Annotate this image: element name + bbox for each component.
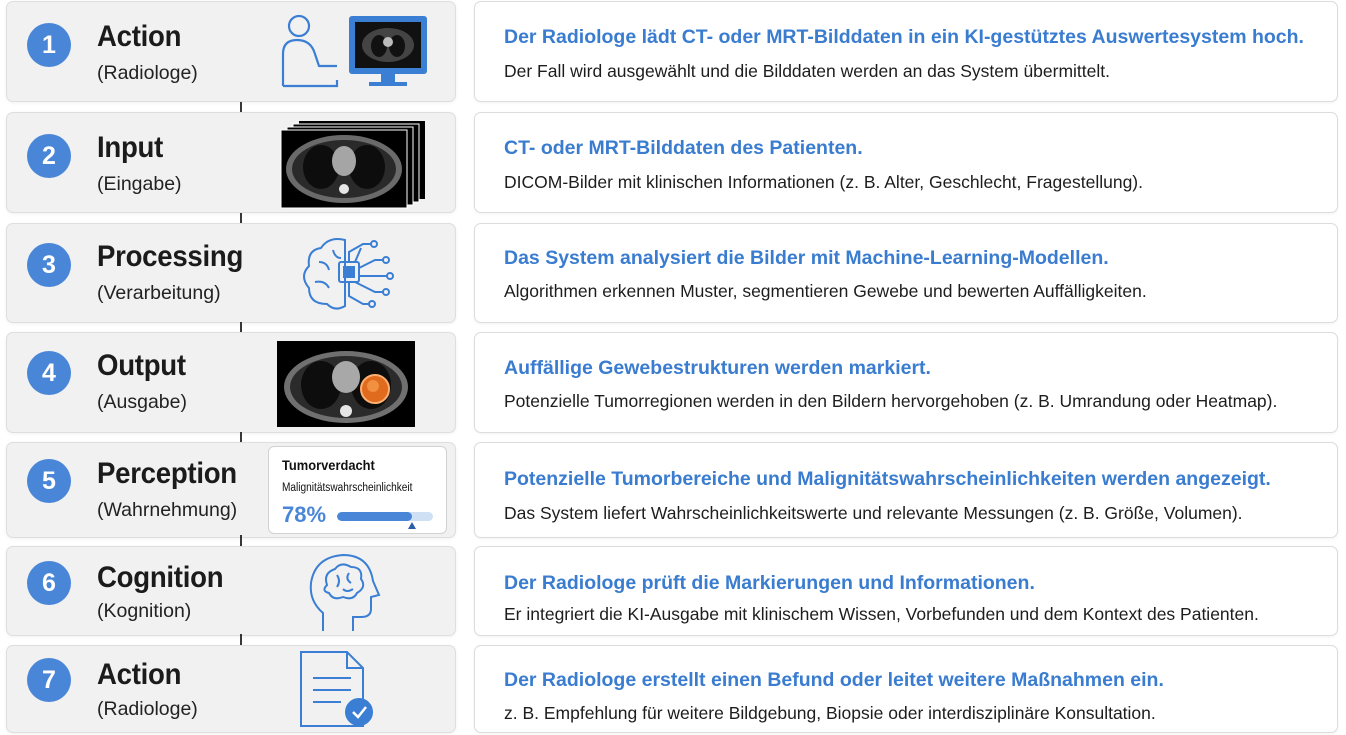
probability-marker-icon	[407, 522, 416, 529]
step-number-badge: 1	[27, 23, 71, 67]
radiologist-workstation-icon	[275, 10, 435, 99]
probability-bar-track	[337, 512, 433, 521]
step-text: z. B. Empfehlung für weitere Bildgebung,…	[504, 703, 1156, 723]
step-heading: Der Radiologe lädt CT- oder MRT-Bilddate…	[504, 26, 1304, 48]
step-card: 4 Output (Ausgabe)	[6, 332, 456, 433]
step-text: Das System liefert Wahrscheinlichkeitswe…	[504, 503, 1243, 523]
step-title: Cognition	[97, 561, 224, 594]
step-description-card: Der Radiologe erstellt einen Befund oder…	[474, 645, 1338, 733]
step-text: Potenzielle Tumorregionen werden in den …	[504, 391, 1278, 411]
step-number-badge: 5	[27, 459, 71, 503]
step-row-1: 1 Action (Radiologe) Der Radiologe lädt …	[0, 1, 1346, 102]
probability-card-label: Malignitätswahrscheinlichkeit	[282, 482, 413, 494]
step-title: Action	[97, 658, 182, 691]
step-row-4: 4 Output (Ausgabe) Auffällige Gewebestru…	[0, 332, 1346, 433]
report-checkmark-icon	[293, 648, 383, 735]
ct-tumor-highlight-icon	[277, 341, 415, 432]
probability-bar-fill	[337, 512, 412, 521]
step-subtitle: (Ausgabe)	[97, 391, 187, 413]
step-description-card: CT- oder MRT-Bilddaten des Patienten. DI…	[474, 112, 1338, 213]
step-description-card: Das System analysiert die Bilder mit Mac…	[474, 223, 1338, 323]
head-brain-icon	[305, 551, 385, 640]
step-description-card: Auffällige Gewebestrukturen werden marki…	[474, 332, 1338, 433]
step-card: 1 Action (Radiologe)	[6, 1, 456, 102]
step-row-5: 5 Perception (Wahrnehmung) Tumorverdacht…	[0, 442, 1346, 538]
step-subtitle: (Wahrnehmung)	[97, 499, 238, 521]
probability-card: Tumorverdacht Malignitätswahrscheinlichk…	[268, 446, 447, 534]
ai-brain-chip-icon	[295, 232, 399, 321]
step-text: DICOM-Bilder mit klinischen Informatione…	[504, 172, 1143, 192]
step-heading: CT- oder MRT-Bilddaten des Patienten.	[504, 137, 863, 159]
step-heading: Der Radiologe erstellt einen Befund oder…	[504, 669, 1164, 691]
step-title: Action	[97, 20, 182, 53]
step-row-3: 3 Processing (Verarbeitung) Das System a…	[0, 223, 1346, 323]
step-subtitle: (Verarbeitung)	[97, 282, 221, 304]
step-title: Processing	[97, 240, 244, 273]
step-number-badge: 2	[27, 134, 71, 178]
step-number-badge: 7	[27, 658, 71, 702]
step-number-badge: 4	[27, 351, 71, 395]
step-card: 7 Action (Radiologe)	[6, 645, 456, 733]
step-heading: Der Radiologe prüft die Markierungen und…	[504, 572, 1035, 594]
step-subtitle: (Radiologe)	[97, 698, 198, 720]
step-row-7: 7 Action (Radiologe) Der Radiologe erste…	[0, 645, 1346, 733]
ct-image-stack-icon	[277, 119, 433, 214]
step-description-card: Der Radiologe lädt CT- oder MRT-Bilddate…	[474, 1, 1338, 102]
probability-card-title: Tumorverdacht	[282, 457, 375, 473]
step-text: Algorithmen erkennen Muster, segmentiere…	[504, 281, 1147, 301]
step-subtitle: (Radiologe)	[97, 62, 198, 84]
step-heading: Potenzielle Tumorbereiche und Malignität…	[504, 468, 1271, 490]
step-heading: Auffällige Gewebestrukturen werden marki…	[504, 357, 931, 379]
step-description-card: Potenzielle Tumorbereiche und Malignität…	[474, 442, 1338, 538]
step-text: Er integriert die KI-Ausgabe mit klinisc…	[504, 604, 1259, 624]
step-row-6: 6 Cognition (Kognition) Der Radiologe pr…	[0, 546, 1346, 636]
step-row-2: 2 Input (Eingabe) CT- oder MRT-Bilddaten…	[0, 112, 1346, 213]
step-card: 6 Cognition (Kognition)	[6, 546, 456, 636]
step-number-badge: 3	[27, 243, 71, 287]
step-description-card: Der Radiologe prüft die Markierungen und…	[474, 546, 1338, 636]
step-card: 3 Processing (Verarbeitung)	[6, 223, 456, 323]
step-subtitle: (Eingabe)	[97, 173, 182, 195]
step-heading: Das System analysiert die Bilder mit Mac…	[504, 247, 1109, 269]
step-subtitle: (Kognition)	[97, 600, 192, 622]
probability-value: 78%	[282, 502, 327, 527]
step-text: Der Fall wird ausgewählt und die Bilddat…	[504, 61, 1111, 81]
step-number-badge: 6	[27, 561, 71, 605]
step-title: Input	[97, 131, 164, 164]
step-title: Output	[97, 349, 186, 382]
step-title: Perception	[97, 457, 237, 490]
step-card: 2 Input (Eingabe)	[6, 112, 456, 213]
